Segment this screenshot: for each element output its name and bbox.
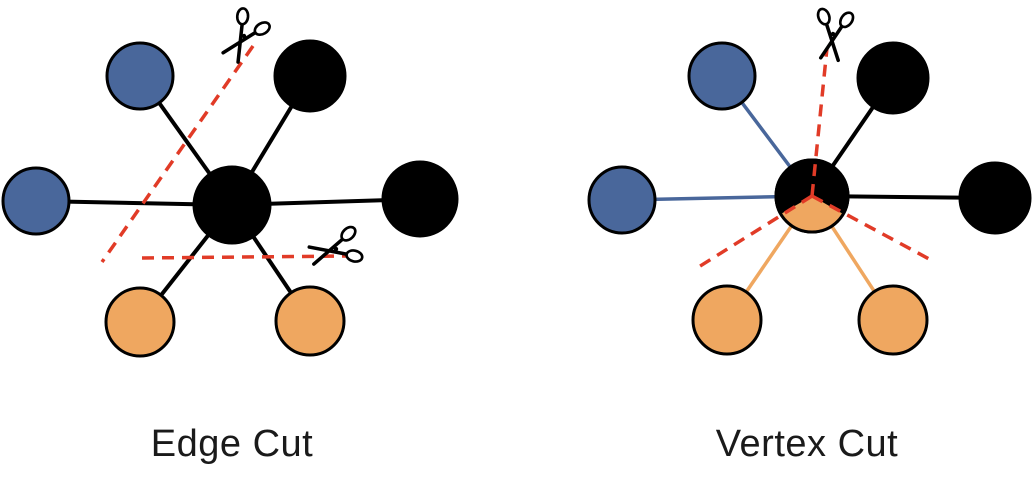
node-center-outline	[774, 158, 850, 234]
scissors-icon	[816, 7, 855, 63]
node-blue-left	[1, 166, 71, 236]
node-center-wedge	[780, 196, 844, 233]
node-blue-top-left	[105, 41, 175, 111]
node-black-top-right	[856, 41, 930, 115]
scissors-icon	[307, 225, 364, 266]
node-blue-left	[587, 165, 657, 235]
node-blue-top-left	[687, 41, 757, 111]
node-orange-bottom-left	[691, 284, 763, 356]
cut-line	[100, 44, 255, 264]
node-center	[192, 165, 272, 245]
node-black-right	[381, 160, 459, 238]
cut-line	[696, 194, 813, 270]
vertex-cut-label: Vertex Cut	[716, 423, 898, 465]
edge-cut-diagram	[1, 7, 459, 358]
node-orange-bottom-right	[274, 285, 346, 357]
cut-line	[141, 254, 349, 260]
node-orange-bottom-right	[857, 284, 929, 356]
cut-line	[810, 47, 829, 197]
cut-line	[811, 194, 932, 262]
vertex-cut-diagram	[587, 7, 1032, 356]
node-black-right	[958, 161, 1032, 235]
node-black-top-right	[273, 39, 347, 113]
node-orange-bottom-left	[104, 286, 176, 358]
edge-cut-label: Edge Cut	[151, 423, 313, 465]
scissors-icon	[221, 7, 271, 64]
